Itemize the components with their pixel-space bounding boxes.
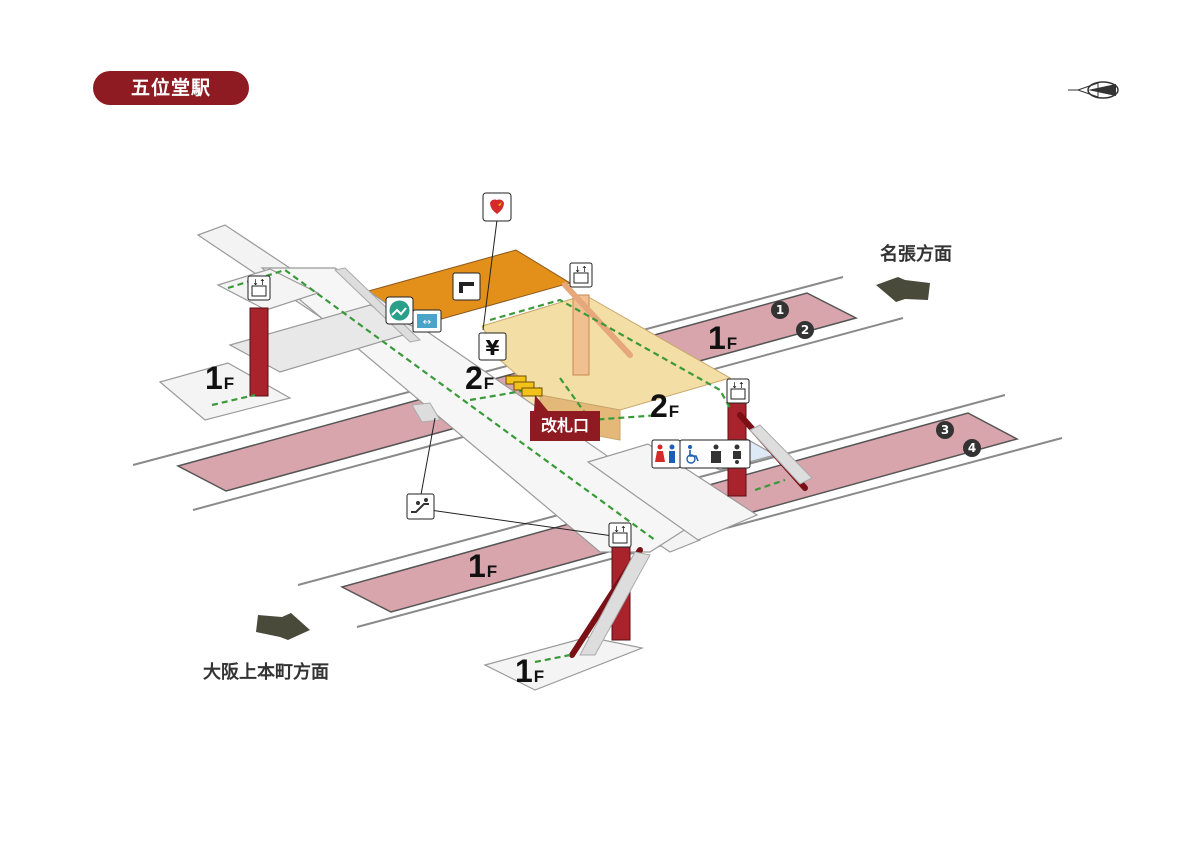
floor-1f-west — [158, 362, 292, 421]
floor-label-1f-south-platform: 1F — [468, 550, 497, 582]
svg-text:↓↑: ↓↑ — [252, 278, 265, 287]
shop-icon — [452, 272, 481, 301]
station-name-badge: 五位堂駅 — [93, 71, 249, 105]
floor-label-2f-west: 2F — [465, 362, 494, 394]
elevator-icon: ↓↑ — [569, 262, 593, 288]
bridge-lower — [586, 443, 759, 541]
track-number-2: 2 — [801, 323, 809, 337]
aed-icon — [482, 192, 512, 222]
elevator-icon: ↓↑ — [726, 378, 750, 404]
baby-care-icon — [733, 444, 741, 464]
floor-number: 2 — [465, 360, 483, 396]
ticket-gate-label: 改札口 — [530, 411, 600, 441]
floor-suffix: F — [483, 374, 495, 393]
floor-number: 1 — [515, 653, 533, 689]
ticket-gate-icon — [505, 375, 543, 397]
track-number-3: 3 — [941, 423, 949, 437]
direction-label-west: 大阪上本町方面 — [203, 662, 329, 683]
elevator-icon: ↓↑ — [608, 522, 632, 548]
ostomate-icon — [711, 444, 721, 463]
gate-pointer — [534, 395, 548, 411]
floor-1f-south — [483, 636, 645, 691]
floor-suffix: F — [486, 562, 498, 581]
track-number-1: 1 — [776, 303, 784, 317]
floor-suffix: F — [223, 374, 235, 393]
floor-number: 2 — [650, 388, 668, 424]
toilet-icon — [651, 439, 681, 469]
compass-icon — [1068, 81, 1119, 99]
exchange-icon: ↔ — [412, 309, 442, 333]
track-numbers — [771, 301, 981, 457]
track-number-4: 4 — [968, 441, 976, 455]
floor-label-1f-south: 1F — [515, 655, 544, 687]
transfer-sign-icon — [385, 296, 414, 325]
floor-suffix: F — [726, 334, 738, 353]
svg-text:↓↑: ↓↑ — [613, 525, 626, 534]
floor-label-1f-north-platform: 1F — [708, 322, 737, 354]
elevator-shaft-west — [249, 307, 269, 397]
floor-number: 1 — [708, 320, 726, 356]
accessible-icon — [686, 445, 699, 464]
floor-label-2f-east: 2F — [650, 390, 679, 422]
svg-text:↓↑: ↓↑ — [574, 265, 587, 274]
walkway-deck — [260, 267, 702, 553]
escalator-icon — [406, 493, 435, 520]
leader-lines — [419, 219, 621, 538]
svg-text:↓↑: ↓↑ — [731, 381, 744, 390]
direction-label-east: 名張方面 — [880, 244, 952, 265]
floor-number: 1 — [205, 360, 223, 396]
floor-label-1f-west: 1F — [205, 362, 234, 394]
atm-yen-icon: ¥ — [478, 332, 507, 361]
svg-text:¥: ¥ — [486, 336, 500, 360]
floor-suffix: F — [533, 667, 545, 686]
direction-arrow-icon — [876, 277, 930, 302]
elevator-icon: ↓↑ — [247, 275, 271, 301]
floor-number: 1 — [468, 548, 486, 584]
svg-text:↔: ↔ — [423, 317, 431, 328]
direction-arrow-icon — [256, 613, 310, 640]
floor-suffix: F — [668, 402, 680, 421]
